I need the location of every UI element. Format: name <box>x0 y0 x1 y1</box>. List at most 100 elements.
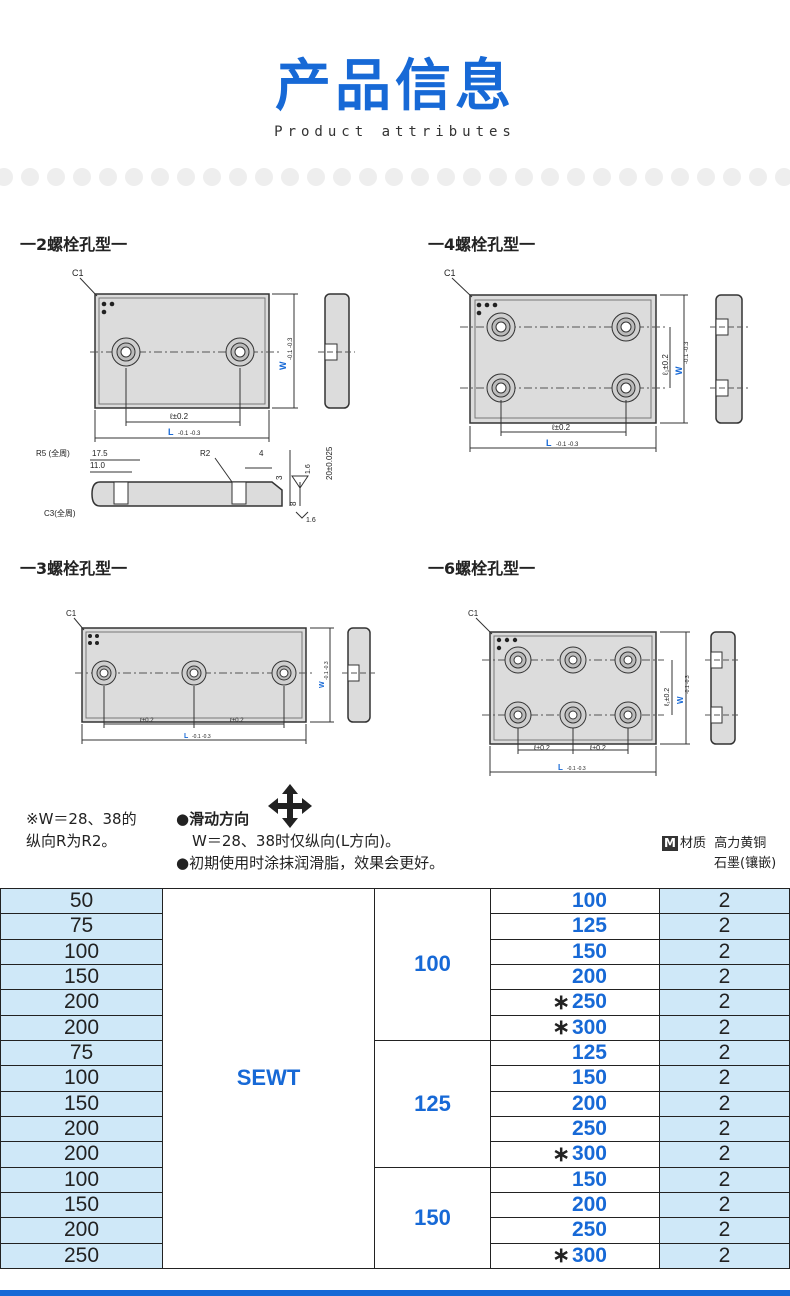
table-cell-d: 150 <box>490 1065 660 1092</box>
d20-label: 20±0.025 <box>325 446 334 480</box>
table-cell-d-value: 200 <box>571 1193 607 1217</box>
w-note-line-2: 纵向R为R2。 <box>26 832 117 850</box>
material-value-1: 高力黄铜 <box>714 836 767 851</box>
table-cell-a: 50 <box>0 888 163 915</box>
table-cell-d-value: 250 <box>571 1218 607 1242</box>
c1-label-6: C1 <box>468 609 479 618</box>
table-cell-e: 2 <box>659 938 790 965</box>
table-cell-e: 2 <box>659 1065 790 1092</box>
divider-dot <box>229 168 247 186</box>
c1-label-3: C1 <box>66 609 77 618</box>
table-cell-a: 150 <box>0 963 163 991</box>
l-tol-label-6b: ℓ±0.2 <box>589 745 606 752</box>
table-cell-d-value: 200 <box>571 1091 607 1115</box>
L-label-4: L <box>546 438 552 448</box>
section-four-bolt: 一4螺栓孔型一 <box>428 235 536 254</box>
L-label: L <box>168 427 174 437</box>
divider-dot <box>775 168 790 186</box>
divider-dot <box>203 168 221 186</box>
table-cell-e: 2 <box>659 1014 790 1041</box>
divider-dot <box>73 168 91 186</box>
divider-dot <box>255 168 273 186</box>
divider-dot <box>645 168 663 186</box>
divider-dot <box>151 168 169 186</box>
asterisk-mark: ∗ <box>552 990 570 1014</box>
d4-label: 4 <box>259 449 264 458</box>
table-cell-d: ∗250 <box>490 989 660 1016</box>
table-cell-e: 2 <box>659 1191 790 1219</box>
W-label-3: W <box>319 681 326 688</box>
table-cell-d-value: 300 <box>571 1142 607 1166</box>
six-bolt-drawing: C1 ℓ±0.2 ℓ±0.2 L -0.1 -0.3 ℓ₁±0.2 W -0.1… <box>468 609 741 776</box>
asterisk-mark: ∗ <box>552 1142 570 1166</box>
d175-label: 17.5 <box>92 449 108 458</box>
table-cell-d-value: 300 <box>571 1015 607 1039</box>
material-label: 材质 <box>679 836 706 851</box>
d8-label: 8 <box>289 501 298 506</box>
table-cell-e: 2 <box>659 963 790 991</box>
table-cell-a: 100 <box>0 1065 163 1092</box>
W-label-4: W <box>674 366 684 375</box>
divider-dot <box>21 168 39 186</box>
table-cell-d-value: 125 <box>571 914 607 938</box>
table-cell-a: 75 <box>0 1039 163 1067</box>
divider-dot <box>541 168 559 186</box>
r2-label: R2 <box>200 449 211 458</box>
material-value-2: 石墨(镶嵌) <box>714 856 777 871</box>
table-cell-a: 150 <box>0 1090 163 1117</box>
table-cell-e: 2 <box>659 1039 790 1067</box>
divider-dot <box>177 168 195 186</box>
table-cell-e: 2 <box>659 1166 790 1193</box>
table-cell-d-value: 150 <box>571 939 607 963</box>
table-cell-d: 200 <box>490 963 660 991</box>
table-cell-a: 250 <box>0 1242 163 1269</box>
l-tol-label-3b: ℓ±0.2 <box>230 717 244 724</box>
slide-direction-detail: W＝28、38时仅纵向(L方向)。 <box>192 832 401 850</box>
table-cell-c: 150 <box>374 1166 491 1269</box>
table-cell-d: 125 <box>490 913 660 940</box>
w-note-line-1: ※W＝28、38的 <box>26 810 137 828</box>
L-label-3: L <box>184 733 189 740</box>
l-tol-label-6a: ℓ±0.2 <box>533 745 550 752</box>
table-cell-a: 200 <box>0 989 163 1016</box>
table-cell-d-value: 300 <box>571 1243 607 1267</box>
w-note: ※W＝28、38的 纵向R为R2。 <box>26 808 137 852</box>
material-badge: M <box>662 836 678 851</box>
d3-label: 3 <box>275 475 284 480</box>
table-cell-e: 2 <box>659 989 790 1016</box>
table-cell-e: 2 <box>659 1090 790 1117</box>
divider-dot <box>99 168 117 186</box>
divider-dot <box>593 168 611 186</box>
table-cell-e: 2 <box>659 888 790 915</box>
table-cell-a: 200 <box>0 1115 163 1143</box>
L-tol-label-6: -0.1 -0.3 <box>567 766 586 772</box>
L-label-6: L <box>558 763 563 772</box>
table-cell-e: 2 <box>659 913 790 940</box>
section-six-bolt: 一6螺栓孔型一 <box>428 559 536 578</box>
table-cell-d: ∗300 <box>490 1141 660 1168</box>
dot-divider <box>0 168 790 186</box>
table-cell-d-value: 250 <box>571 1117 607 1141</box>
bottom-accent-bar <box>0 1290 790 1296</box>
table-cell-d: 150 <box>490 1166 660 1193</box>
two-bolt-drawing: C1 ℓ±0.2 L -0.1 -0.3 W -0.1 -0.3 R5 (全周)… <box>36 268 355 524</box>
three-bolt-drawing: C1 ℓ±0.2 ℓ±0.2 L -0.1 -0.3 W -0.1 -0.3 <box>66 609 376 744</box>
asterisk-mark: ∗ <box>552 1016 570 1040</box>
W-tol-label-4: -0.1 -0.3 <box>684 341 690 364</box>
d11-label: 11.0 <box>90 461 106 470</box>
four-way-arrow-icon <box>268 784 312 828</box>
divider-dot <box>463 168 481 186</box>
divider-dot <box>697 168 715 186</box>
divider-dot <box>619 168 637 186</box>
c1-label: C1 <box>72 268 84 278</box>
table-cell-d: ∗300 <box>490 1014 660 1041</box>
table-cell-d: 150 <box>490 938 660 965</box>
table-cell-d: 200 <box>490 1090 660 1117</box>
divider-dot <box>333 168 351 186</box>
divider-dot <box>385 168 403 186</box>
page-title: 产品信息 <box>275 54 515 119</box>
divider-dot <box>723 168 741 186</box>
table-cell-c: 125 <box>374 1039 491 1168</box>
table-cell-a: 200 <box>0 1014 163 1041</box>
